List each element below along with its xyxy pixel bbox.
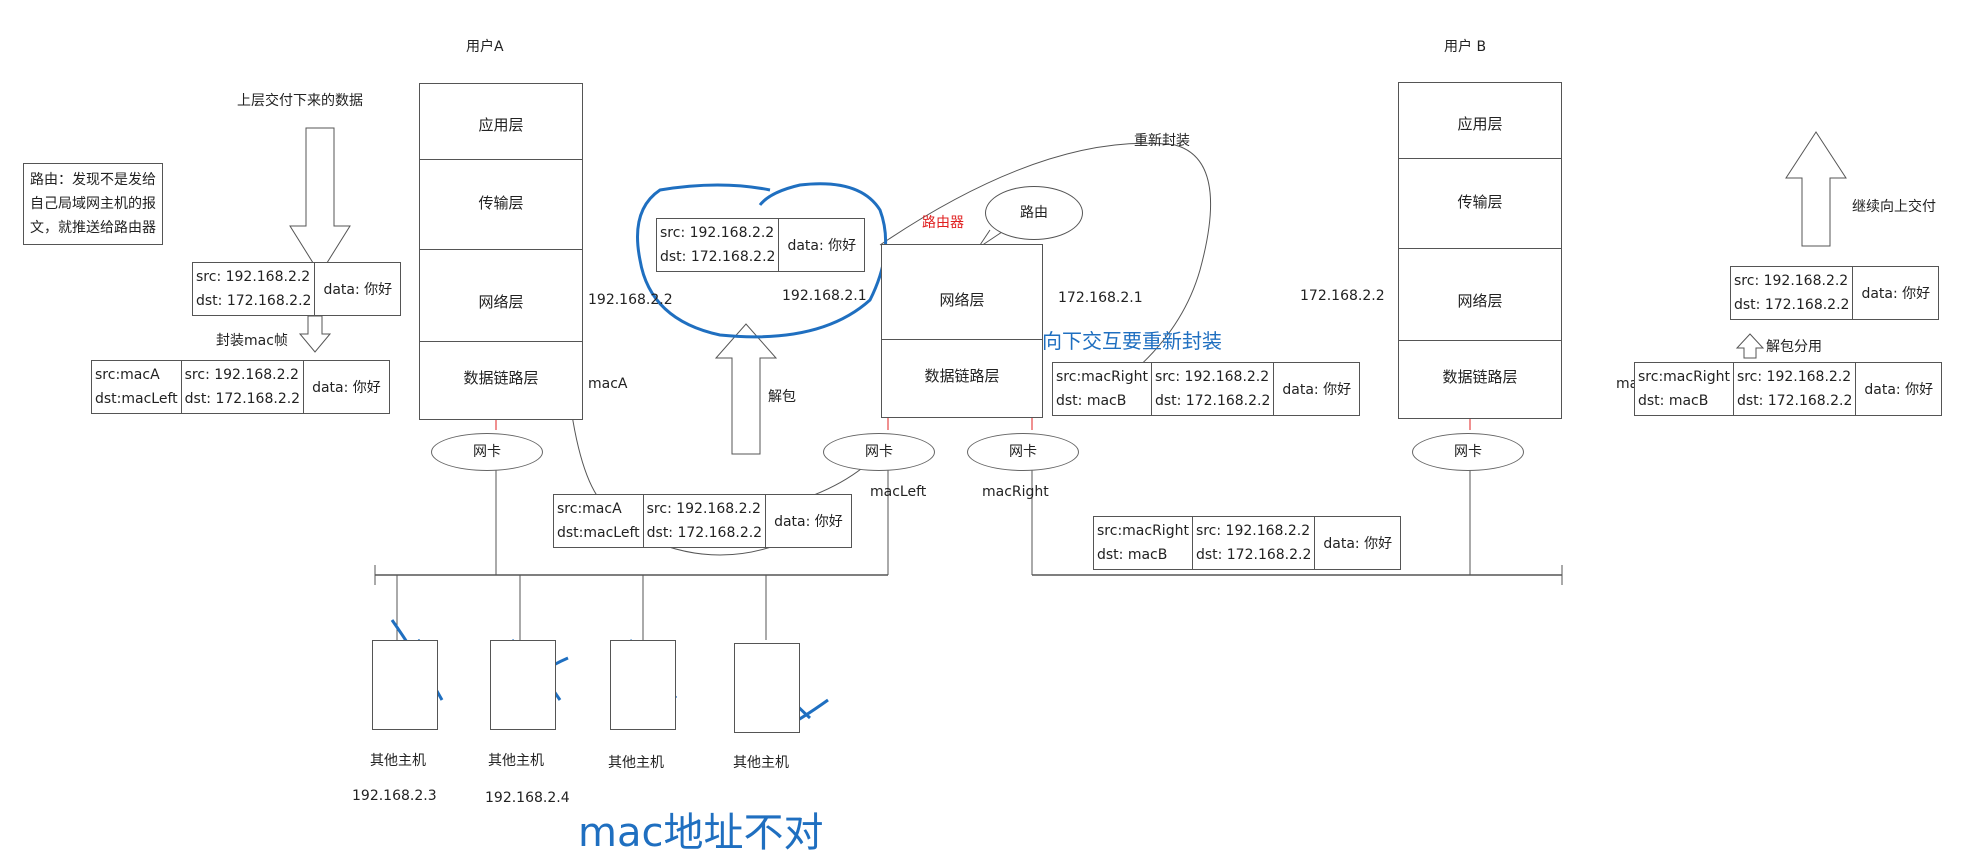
deliver-up-label: 继续向上交付: [1852, 199, 1936, 215]
mac-wrong-note: mac地址不对: [578, 810, 824, 856]
unpack-label: 解包: [768, 389, 796, 405]
reencap-label: 重新封装: [1134, 133, 1190, 149]
host-1-label: 其他主机: [370, 753, 426, 769]
user-b-network-layer: 网络层: [1457, 292, 1503, 310]
router-link-layer: 数据链路层: [924, 367, 1000, 385]
down-reencap-note: 向下交互要重新封装: [1042, 329, 1222, 353]
router-mac-left: macLeft: [870, 484, 927, 500]
upper-data-label: 上层交付下来的数据: [237, 93, 363, 109]
user-a-title: 用户A: [466, 39, 504, 55]
router-network-layer: 网络层: [939, 291, 985, 309]
router-mac-right: macRight: [982, 484, 1049, 500]
router-nic-left: 网卡: [823, 433, 935, 471]
host-1-ip: 192.168.2.3: [352, 788, 437, 804]
user-b-transport-layer: 传输层: [1457, 193, 1503, 211]
user-a-app-layer: 应用层: [478, 116, 524, 134]
user-b-link-layer: 数据链路层: [1442, 368, 1518, 386]
user-b-title: 用户 B: [1444, 39, 1487, 55]
host-4-label: 其他主机: [733, 755, 789, 771]
encap-mac-label: 封装mac帧: [216, 333, 288, 349]
router-title: 路由器: [922, 215, 964, 231]
router-ip-left: 192.168.2.1: [782, 288, 867, 304]
unpack-share-label: 解包分用: [1766, 339, 1822, 355]
router-ip-right: 172.168.2.1: [1058, 290, 1143, 306]
host-2: [490, 640, 556, 730]
user-a-ip: 192.168.2.2: [588, 292, 673, 308]
host-2-label: 其他主机: [488, 753, 544, 769]
host-4: [734, 643, 800, 733]
router-bubble: 路由: [985, 186, 1083, 240]
user-a-stack: 应用层 传输层 网络层 数据链路层: [419, 83, 583, 420]
user-a-nic: 网卡: [431, 433, 543, 471]
host-1: [372, 640, 438, 730]
user-b-app-layer: 应用层: [1457, 115, 1503, 133]
router-nic-right: 网卡: [967, 433, 1079, 471]
host-3: [610, 640, 676, 730]
user-a-mac: macA: [588, 376, 628, 392]
routing-note: 路由：发现不是发给 自己局域网主机的报 文，就推送给路由器: [23, 163, 163, 245]
host-3-label: 其他主机: [608, 755, 664, 771]
user-a-network-layer: 网络层: [478, 293, 524, 311]
user-b-ip: 172.168.2.2: [1300, 288, 1385, 304]
user-a-transport-layer: 传输层: [478, 194, 524, 212]
host-2-ip: 192.168.2.4: [485, 790, 570, 806]
user-b-stack: 应用层 传输层 网络层 数据链路层: [1398, 82, 1562, 419]
router-stack: 网络层 数据链路层: [881, 244, 1043, 418]
user-b-nic: 网卡: [1412, 433, 1524, 471]
user-a-link-layer: 数据链路层: [463, 369, 539, 387]
